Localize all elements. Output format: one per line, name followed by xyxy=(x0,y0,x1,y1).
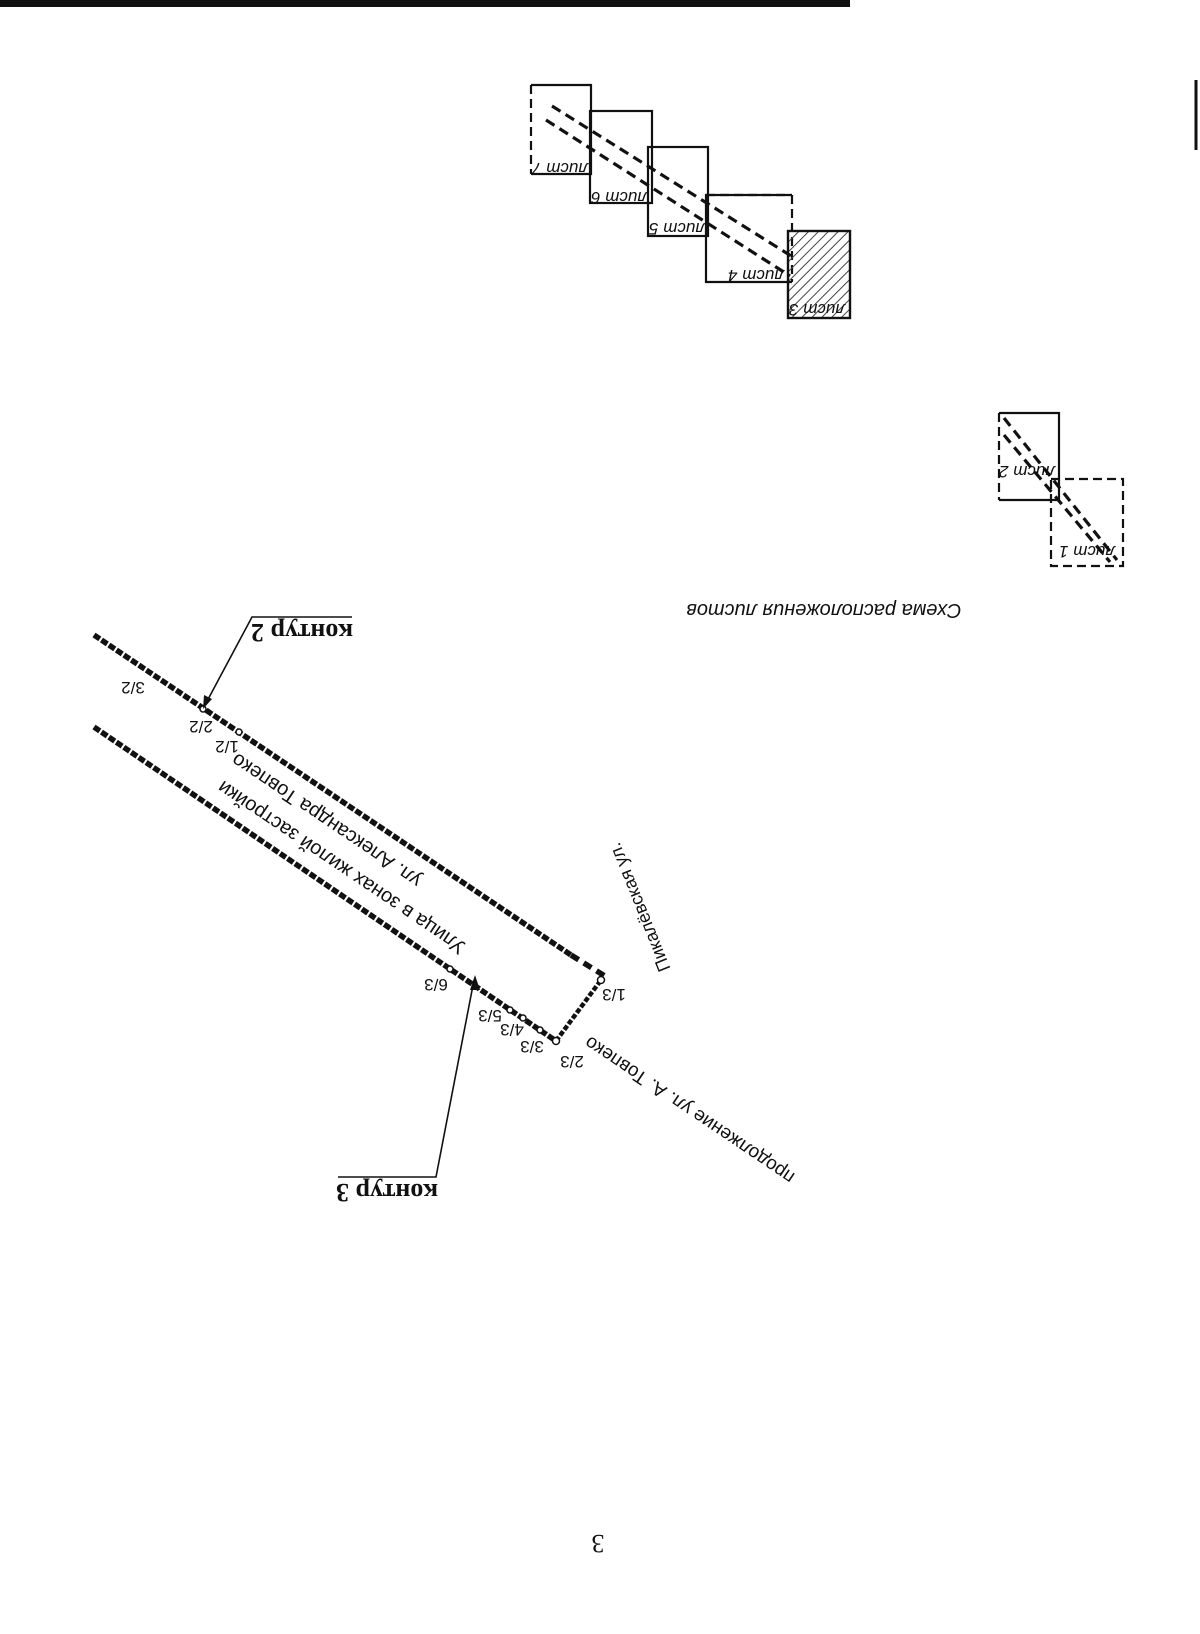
point-marker-1-2 xyxy=(235,728,243,736)
street-label-tovpeko-extension: продолжение ул. А. Товпеко xyxy=(581,1031,799,1187)
scheme-corridor-line-d xyxy=(1002,433,1112,564)
sheet-5-label: лист 5 xyxy=(649,219,706,238)
sheet-2-label: лист 2 xyxy=(999,462,1056,481)
contour-2-boundary xyxy=(92,632,573,958)
point-marker-3-3 xyxy=(536,1026,544,1034)
point-marker-5-3 xyxy=(506,1006,514,1014)
point-marker-4-3 xyxy=(519,1014,527,1022)
contour-3-label: контур 3 xyxy=(336,1178,438,1207)
point-label-3-3: 3/3 xyxy=(520,1037,544,1056)
point-marker-2-3 xyxy=(551,1036,561,1046)
sheet-scheme-caption: Схема расположения листов xyxy=(686,599,961,621)
scheme-corridor-line-b xyxy=(545,118,791,278)
sheet-3-frame-highlighted xyxy=(786,229,852,320)
sheet-3-label: лист 3 xyxy=(789,300,846,319)
sheet-6-frame xyxy=(588,109,654,205)
sheet-5-frame xyxy=(646,145,710,238)
point-label-1-2: 1/2 xyxy=(215,737,239,756)
street-map: контур 2 контур 3 Пикалёвская ул. ул. Ал… xyxy=(92,616,799,1207)
page-number: 3 xyxy=(592,1529,605,1558)
sheet-layout-scheme: лист 7 лист 6 лист 5 лист 4 лист 3 лист … xyxy=(529,83,1125,621)
sheet-2-frame xyxy=(997,411,1061,502)
street-label-pikalevskaya: Пикалёвская ул. xyxy=(604,840,674,975)
sheet-1-frame xyxy=(1049,477,1125,568)
sheet-1-label: лист 1 xyxy=(1059,542,1116,561)
point-label-6-3: 6/3 xyxy=(424,975,448,994)
point-label-2-2: 2/2 xyxy=(189,717,213,736)
pikalevskaya-street-segment xyxy=(569,952,610,981)
top-border-rule xyxy=(0,0,850,7)
scheme-corridor-line-c xyxy=(1002,417,1119,561)
contour-2-arrowhead xyxy=(203,695,212,709)
point-label-3-2: 3/2 xyxy=(121,678,145,697)
contour-2-leader xyxy=(204,616,352,706)
point-label-2-3: 2/3 xyxy=(560,1052,584,1071)
point-label-5-3: 5/3 xyxy=(478,1006,502,1025)
point-label-1-3: 1/3 xyxy=(602,985,626,1004)
contour-3-arrowhead xyxy=(470,975,480,990)
sheet-7-label: лист 7 xyxy=(532,159,589,178)
scheme-corridor-line-a xyxy=(551,104,797,261)
sheet-6-label: лист 6 xyxy=(591,188,648,207)
point-label-4-3: 4/3 xyxy=(500,1020,524,1039)
contour-2-label: контур 2 xyxy=(251,618,353,647)
point-marker-6-3 xyxy=(446,965,454,973)
point-marker-1-3 xyxy=(596,975,606,985)
contour-3-leader xyxy=(338,979,475,1178)
contour-3-boundary xyxy=(92,724,558,1044)
contour-3-end-segment xyxy=(554,978,603,1043)
sheet-4-label: лист 4 xyxy=(728,266,785,285)
